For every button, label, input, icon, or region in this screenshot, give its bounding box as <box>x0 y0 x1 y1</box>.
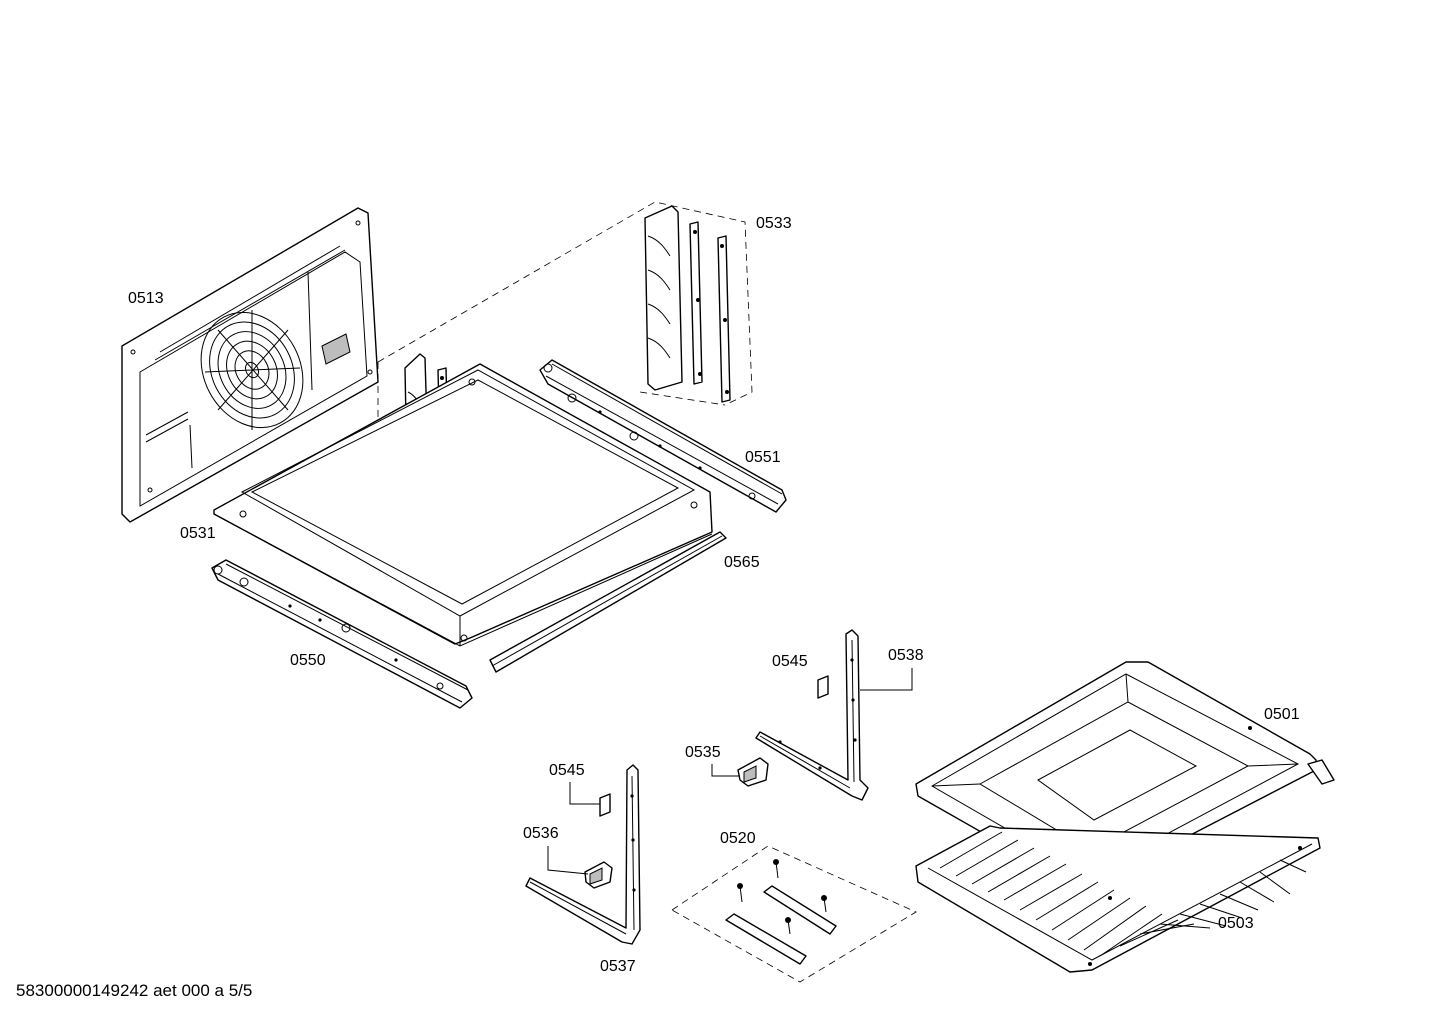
label-0531: 0531 <box>180 525 216 542</box>
label-0503: 0503 <box>1218 915 1254 932</box>
label-0535: 0535 <box>685 744 721 761</box>
seal-strip-0565 <box>489 531 727 673</box>
telescopic-rail-0550 <box>211 559 473 709</box>
label-0545-lower: 0545 <box>549 762 585 779</box>
latch-0536 <box>584 861 613 889</box>
label-0536: 0536 <box>523 825 559 842</box>
back-panel-0513 <box>121 207 379 523</box>
label-0501: 0501 <box>1264 706 1300 723</box>
frame-bracket-0537 <box>525 764 641 945</box>
label-0545-upper: 0545 <box>772 653 808 670</box>
clip-0545-upper <box>817 675 829 699</box>
wire-shelf-0503 <box>915 825 1321 973</box>
label-0550: 0550 <box>290 652 326 669</box>
rail-set-0520 <box>671 845 917 983</box>
leader-lines <box>547 668 913 875</box>
assembly-dashed-outline <box>377 201 753 563</box>
label-0520: 0520 <box>720 830 756 847</box>
part-labels: 0513 0533 0551 0531 0565 0550 0545 0538 … <box>128 215 1300 975</box>
label-0538: 0538 <box>888 647 924 664</box>
telescopic-rail-0551 <box>539 359 787 513</box>
clip-0545-lower <box>599 793 611 817</box>
label-0533: 0533 <box>756 215 792 232</box>
label-0551: 0551 <box>745 449 781 466</box>
label-0513: 0513 <box>128 290 164 307</box>
bottom-panel-0531 <box>213 363 713 647</box>
side-rack-0533 <box>644 205 731 403</box>
label-0537: 0537 <box>600 958 636 975</box>
latch-0535 <box>737 757 769 787</box>
frame-bracket-0538 <box>755 629 869 801</box>
label-0565: 0565 <box>724 554 760 571</box>
document-reference-footer: 58300000149242 aet 000 a 5/5 <box>16 981 253 1000</box>
